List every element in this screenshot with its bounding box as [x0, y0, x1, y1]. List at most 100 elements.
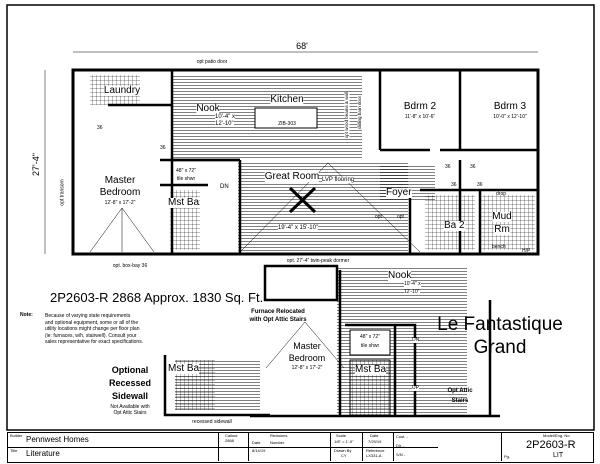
room-bdrm-3: Bdrm 3 [493, 101, 527, 112]
nook-dimension: 10'-4" x [215, 114, 235, 120]
room-master-bedroom-2: Bedroom [99, 187, 141, 198]
lower-tile-shower: tile shwr [360, 343, 380, 349]
room-great-room: Great Room [264, 171, 320, 182]
room-mud-room: Mud [492, 211, 512, 222]
note-line: utility locations might change per floor… [45, 326, 140, 332]
door-size: 36 [470, 164, 476, 170]
label-line: Stairs [451, 398, 469, 404]
great-room-dimension: 19'-4" x 15'-10" [277, 225, 319, 231]
note-line: Not Available with [110, 404, 150, 410]
bench-label: bench [492, 244, 506, 250]
door-size: 36 [445, 164, 451, 170]
opt-box-bay-label: opt. box-bay 36 [112, 263, 148, 269]
room-nook: Nook [196, 103, 220, 114]
door-size: 36 [160, 145, 166, 151]
title-block: Builder Pennwest Homes Title Literature … [7, 432, 594, 463]
note-line: Furnace Relocated [251, 309, 305, 315]
date-label: Date [370, 433, 379, 438]
refrigerator-model: ZIB-303 [278, 121, 296, 127]
serial-number-field: S/N - [396, 452, 406, 457]
drop-zone-label: drop [496, 191, 507, 197]
customer-field: Cust. - [396, 434, 408, 439]
model-number: 2P2603-R [526, 439, 576, 451]
room-kitchen: Kitchen [270, 94, 304, 105]
series-name: Le Fantastique [437, 314, 563, 335]
lower-nook-dimension: 10'-4" x [404, 281, 421, 287]
note-line: sales representative for exact specifica… [45, 339, 144, 345]
rev-date-value: 8/14/19 [252, 448, 266, 453]
drawn-by-value: CY [341, 453, 347, 458]
note-line: Opt Attic Stairs [113, 410, 147, 416]
dealer-field: Dlr. - [396, 443, 405, 448]
title-label: Title [10, 448, 18, 453]
door-size: 36 [97, 125, 103, 131]
room-bdrm-2: Bdrm 2 [403, 101, 437, 112]
optional-recessed-sidewall-title: Optional Recessed Sidewall [109, 364, 151, 403]
rev-date-label: Date [252, 440, 261, 445]
opt-wood-beams-label: opt wood beams & wall [344, 92, 350, 139]
page-label: Pg. [504, 454, 511, 459]
stairs-down-label: DN [220, 184, 229, 190]
recessed-note: Not Available with Opt Attic Stairs [110, 404, 149, 416]
sliding-barn-door-label: sliding barn door [357, 96, 363, 130]
note-line: Because of varying state requirements [45, 313, 131, 319]
lower-master-label: Master [293, 341, 321, 351]
callout-value: 2868 [225, 438, 234, 443]
scale-label: Scale [336, 433, 347, 438]
page-value: LIT [553, 452, 564, 459]
drawn-by-label: Drawn By [334, 448, 352, 453]
master-bedroom-dimension: 12'-8" x 17'-2" [104, 200, 136, 206]
note-line: with Opt Attic Stairs [249, 317, 307, 323]
room-ba-2: Ba 2 [444, 220, 465, 231]
scale-value: 1/8" = 1'-0" [334, 439, 354, 444]
builder-label: Builder [10, 433, 23, 438]
opt-patio-door-label: opt patio door [196, 59, 228, 65]
revisions-label: Revisions [270, 433, 288, 438]
door-size: 36 [451, 182, 457, 188]
furnace-relocated-note: Furnace Relocated with Opt Attic Stairs [249, 308, 306, 324]
bdrm-2-dimension: 11'-8" x 10'-6" [404, 114, 436, 120]
model-label: Model/Eng. No. [543, 433, 571, 438]
model-sqft-heading: 2P2603-R 2868 Approx. 1830 Sq. Ft. [50, 290, 264, 305]
opt-transom-label: opt transom [59, 179, 66, 206]
overall-width-dimension: 68' [296, 41, 308, 51]
reference-value: LX331-A [366, 453, 382, 458]
title-line: Optional [111, 365, 149, 375]
lower-dn-label: DN [412, 337, 420, 343]
note-label: Note: [20, 312, 33, 318]
shower-size: 48" x 72" [176, 168, 196, 174]
lower-nook-label: Nook [388, 270, 412, 281]
lower-shower-size: 48" x 72" [360, 334, 380, 340]
disclaimer-note: Because of varying state requirements an… [45, 313, 143, 346]
label-line: Opt Attic [447, 388, 473, 394]
series-name-2: Grand [473, 337, 527, 358]
tile-shower-label: tile shwr [176, 176, 196, 182]
lower-bedroom-label: Bedroom [288, 353, 326, 363]
title-value: Literature [26, 449, 60, 458]
lower-nook-dimension-2: 12'-10" [404, 289, 420, 295]
heat-pump-label: H/P [522, 248, 531, 254]
opt-door-label: opt [397, 214, 404, 220]
callout-label: Callout [225, 433, 238, 438]
builder-value: Pennwest Homes [26, 435, 89, 444]
overall-depth-dimension: 27'-4" [30, 153, 41, 176]
note-line: and optional equipment, some or all of t… [45, 319, 139, 326]
recessed-mst-ba-label: Mst Ba [168, 363, 200, 374]
nook-dimension-2: 12'-10" [215, 121, 234, 127]
lower-master-dimension: 12'-8" x 17'-2" [291, 365, 323, 371]
attic-up-label: UP [412, 385, 419, 391]
bdrm-3-dimension: 10'-0" x 12'-10" [493, 114, 527, 120]
door-size: 36 [477, 182, 483, 188]
room-master-bedroom: Master [104, 175, 136, 186]
note-line: (ie: furnaces, w/h, stairwell). Consult … [45, 332, 137, 339]
recessed-sidewall-label: recessed sidewall [192, 419, 232, 425]
room-foyer: Foyer [386, 187, 412, 198]
title-line: Sidewall [111, 391, 148, 401]
title-line: Recessed [108, 378, 152, 388]
reference-label: Reference [366, 448, 385, 453]
date-value: 7/29/19 [368, 439, 382, 444]
opt-door-label: opt [375, 214, 382, 220]
room-master-bath: Mst Ba [168, 197, 200, 208]
lvp-flooring-label: LVP flooring [322, 177, 355, 183]
